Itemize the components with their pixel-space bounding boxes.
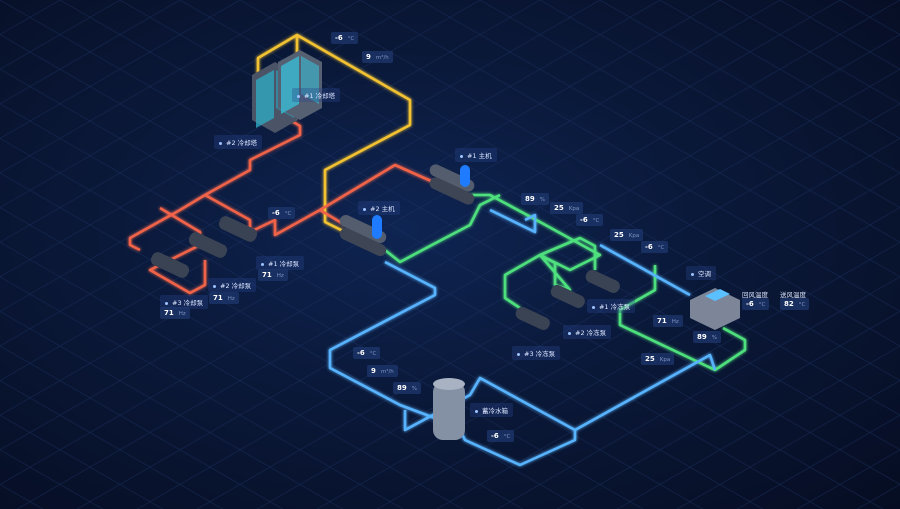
cooling-tower-1: [278, 50, 322, 120]
label-cooling-pump-2[interactable]: #2 冷却泵: [208, 278, 257, 292]
label-chilled-pump-1[interactable]: #1 冷冻泵: [587, 299, 636, 313]
chilled-supply-pipe-2: [384, 193, 501, 264]
label-chiller-2[interactable]: #2 主机: [358, 201, 400, 215]
reading-return-air-temp: -6°C: [742, 298, 770, 310]
chilled-supply-pipe-4: [618, 265, 747, 372]
cooling-water-pipe: [128, 118, 302, 252]
label-cooling-pump-1[interactable]: #1 冷却泵: [256, 256, 305, 270]
reading-supply-air-temp: 82°C: [780, 298, 810, 310]
chilled-supply-pipe: [470, 193, 602, 310]
pumps: [150, 216, 620, 330]
label-tower-1[interactable]: #1 冷却塔: [292, 88, 341, 102]
storage-tank: [433, 378, 465, 440]
label-tower-2[interactable]: #2 冷却塔: [214, 135, 263, 149]
reading-temp-2: -6°C: [641, 241, 669, 253]
label-chilled-pump-2[interactable]: #2 冷冻泵: [563, 325, 612, 339]
air-handler: [690, 288, 740, 330]
cooling-water-pipe-3: [148, 206, 207, 295]
chilled-return-pipe: [489, 208, 537, 234]
reading-tank-temp: -6°C: [487, 430, 515, 442]
label-air-handler[interactable]: 空调: [686, 266, 716, 280]
label-cooling-pump-3[interactable]: #3 冷却泵: [160, 295, 209, 309]
reading-tower-temp: -6°C: [331, 32, 359, 44]
chilled-return-pipe-2: [328, 260, 441, 422]
reading-temp-supply: -6°C: [576, 214, 604, 226]
reading-return-temp: -6°C: [353, 347, 381, 359]
tower-water-pipe-2: [256, 33, 298, 75]
label-storage-tank[interactable]: 蓄冷水箱: [470, 403, 513, 417]
reading-ahu-valve: 89%: [693, 331, 721, 343]
cooling-water-pipe-2: [204, 163, 441, 237]
chilled-return-pipe-5: [574, 353, 717, 432]
chilled-return-pipe-3: [599, 243, 691, 297]
chiller-2: [339, 214, 387, 257]
label-chilled-pump-3[interactable]: #3 冷冻泵: [512, 346, 561, 360]
chilled-supply-pipe-3: [538, 236, 597, 292]
reading-tank-valve: 89%: [393, 382, 421, 394]
chiller-1: [429, 164, 475, 205]
return-air-temp-label: 回风温度: [742, 291, 768, 299]
label-chiller-1[interactable]: #1 主机: [455, 148, 497, 162]
reading-valve-opening: 89%: [521, 193, 549, 205]
reading-cooling-temp: -6°C: [268, 207, 296, 219]
supply-air-temp-label: 送风温度: [780, 291, 806, 299]
